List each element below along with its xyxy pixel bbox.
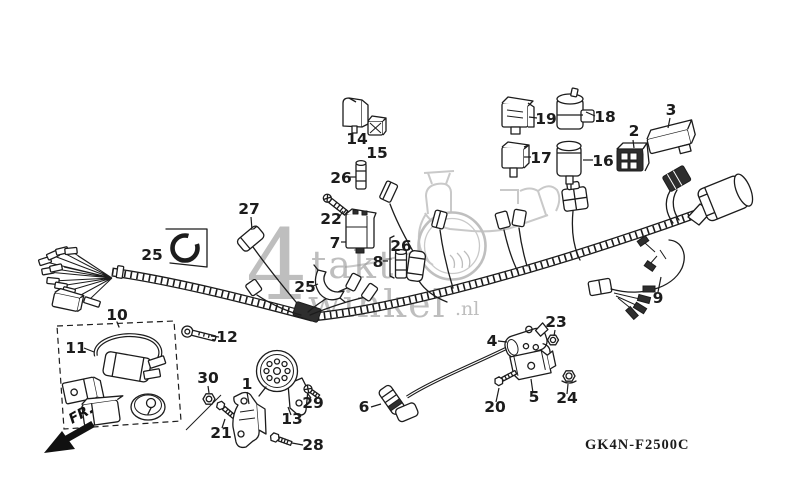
callout-26-b: 26 (390, 237, 412, 255)
part-19-relay (501, 96, 535, 135)
callout-18: 18 (594, 108, 616, 126)
part-code: GK4N-F2500C (585, 437, 689, 453)
switch-bracket-b (81, 395, 124, 427)
ignition-group (378, 322, 577, 423)
part-13-horn (255, 349, 309, 416)
part-2-rectifier (616, 142, 650, 172)
main-harness-spine (111, 209, 698, 322)
callout-7: 7 (330, 234, 341, 252)
ignition-switch-kit (56, 320, 182, 430)
callout-1: 1 (242, 375, 253, 393)
part-15-connector (367, 115, 387, 136)
callout-3: 3 (666, 101, 677, 119)
bracket-8 (389, 235, 395, 279)
part-1-bracket (232, 391, 267, 449)
watermark-tld: .nl (455, 298, 479, 320)
callout-29: 29 (302, 394, 324, 412)
part-23-nut (546, 334, 560, 346)
harness-branches (236, 165, 754, 323)
callout-13: 13 (281, 410, 303, 428)
part-16-relay (556, 140, 582, 189)
callout-17: 17 (530, 149, 552, 167)
callout-9: 9 (653, 289, 664, 307)
part-17-relay (501, 141, 530, 178)
callout-10: 10 (106, 306, 128, 324)
part-24-nut (561, 370, 577, 384)
part-3-unit (646, 119, 696, 155)
part-26-fuse-mid (394, 248, 408, 279)
left-connector-cluster (37, 246, 125, 313)
callout-25-a: 25 (141, 246, 163, 264)
part-6-plug-cap (378, 384, 419, 423)
callout-14: 14 (346, 130, 368, 148)
callout-15: 15 (366, 144, 388, 162)
callout-30: 30 (197, 369, 219, 387)
condenser (405, 250, 427, 282)
part-25-clamp-b (314, 269, 345, 301)
horn-and-bracket (185, 349, 321, 449)
callout-23: 23 (545, 313, 567, 331)
callout-19: 19 (535, 110, 557, 128)
ignition-lock-face (130, 393, 166, 421)
switch-bracket-a (61, 376, 105, 405)
callout-28: 28 (302, 436, 324, 454)
part-30-nut (202, 393, 216, 405)
callout-22: 22 (320, 210, 342, 228)
callout-26-a: 26 (330, 169, 352, 187)
part-28-bolt (269, 432, 293, 446)
callout-16: 16 (592, 152, 614, 170)
part-12-key (181, 325, 217, 342)
part-25-clamp-a (170, 233, 200, 263)
callout-21: 21 (210, 424, 232, 442)
round-connector (697, 173, 754, 222)
band-clamps (165, 228, 346, 303)
loose-parts-top (322, 87, 696, 279)
callout-2: 2 (629, 122, 640, 140)
callout-5: 5 (529, 388, 540, 406)
part-14-relay (342, 97, 369, 134)
four-pin-connector (561, 180, 589, 212)
part-7-cdi-unit (345, 208, 377, 254)
sub-harness-9 (587, 234, 685, 321)
callout-labels: 14 15 26 19 18 17 16 2 3 27 22 7 26 8 25… (65, 101, 676, 454)
part-29-screw (303, 384, 321, 399)
callout-27: 27 (238, 200, 260, 218)
multi-pin-connector (51, 287, 85, 313)
fr-direction-arrow: FR. (44, 401, 97, 453)
watermark-logo-circle (417, 211, 487, 281)
callout-25-b: 25 (294, 278, 316, 296)
callout-11: 11 (65, 339, 87, 357)
callout-4: 4 (487, 332, 498, 350)
part-20-bolt (494, 369, 518, 387)
callout-12: 12 (216, 328, 238, 346)
callout-24: 24 (556, 389, 578, 407)
part-18-winker-relay (556, 87, 595, 130)
connector-27 (236, 225, 265, 252)
part-26-fuse-top (355, 159, 367, 190)
leader-lines (83, 111, 671, 446)
callout-20: 20 (484, 398, 506, 416)
clamp-25a-box (165, 228, 208, 268)
callout-8: 8 (373, 253, 384, 271)
callout-6: 6 (359, 398, 370, 416)
dark-connector (662, 165, 692, 192)
